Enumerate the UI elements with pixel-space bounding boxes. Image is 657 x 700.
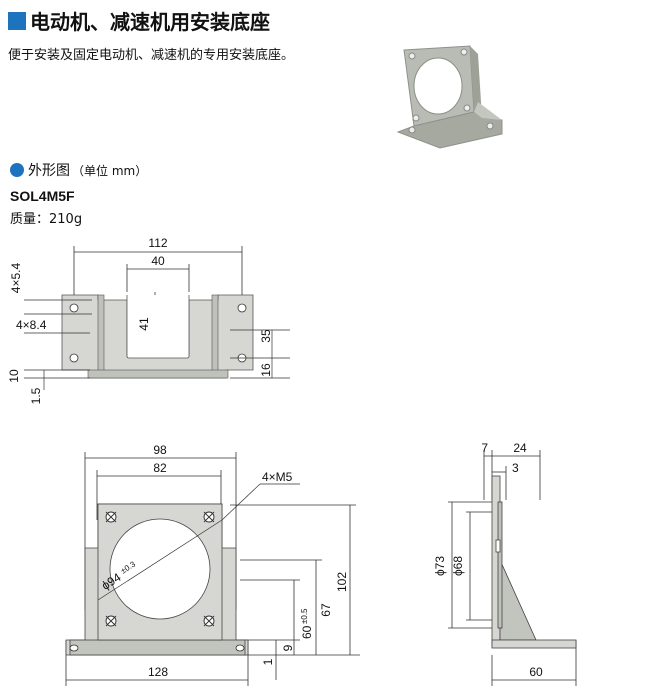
dim-102: 102 <box>335 572 349 592</box>
side-view-drawing: 7 24 3 ϕ73 ϕ68 60 <box>433 441 577 686</box>
dim-4x5-4: 4×5.4 <box>9 262 23 293</box>
front-view-drawing: 98 82 4×M5 ϕ94 ±0.3 60 ±0.5 67 102 9 1 1… <box>65 443 360 686</box>
dim-73: ϕ73 <box>433 556 447 576</box>
title-square-icon <box>8 11 26 30</box>
dim-9: 9 <box>281 644 295 651</box>
dim-128: 128 <box>148 665 168 679</box>
page-title: 电动机、减速机用安装底座 <box>8 6 270 35</box>
dim-7: 7 <box>481 441 488 455</box>
dim-35: 35 <box>259 329 273 343</box>
section-title: 外形图 <box>28 163 70 179</box>
dim-60: 60 <box>300 625 314 639</box>
mass-label: 质量：210g <box>10 212 83 227</box>
dim-40: 40 <box>151 254 165 268</box>
dim-41: 41 <box>137 317 151 331</box>
dim-3: 3 <box>512 461 519 475</box>
dim-24: 24 <box>513 441 527 455</box>
section-heading: 外形图 （单位 mm） <box>10 160 147 180</box>
dim-98: 98 <box>153 443 167 457</box>
top-view-drawing: 112 40 41 4×5.4 4×8.4 35 16 10 1.5 <box>7 236 290 404</box>
product-photo <box>396 45 503 149</box>
dim-10: 10 <box>7 369 21 383</box>
bullet-icon <box>10 163 24 177</box>
section-unit: （单位 mm） <box>72 163 148 178</box>
dim-67: 67 <box>319 603 333 617</box>
dim-1-5: 1.5 <box>29 387 43 404</box>
dim-82: 82 <box>153 461 167 475</box>
dim-16: 16 <box>259 363 273 377</box>
page-title-text: 电动机、减速机用安装底座 <box>30 10 270 34</box>
dim-4x8-4: 4×8.4 <box>16 318 47 332</box>
dim-68: ϕ68 <box>451 556 465 576</box>
dim-1: 1 <box>261 658 275 665</box>
model-name: SOL4M5F <box>10 188 75 204</box>
dim-60-tol: ±0.5 <box>300 608 309 624</box>
page-description: 便于安装及固定电动机、减速机的专用安装底座。 <box>8 48 295 63</box>
dim-112: 112 <box>148 236 167 250</box>
dim-60-side: 60 <box>529 665 543 679</box>
dim-4xm5: 4×M5 <box>262 470 293 484</box>
